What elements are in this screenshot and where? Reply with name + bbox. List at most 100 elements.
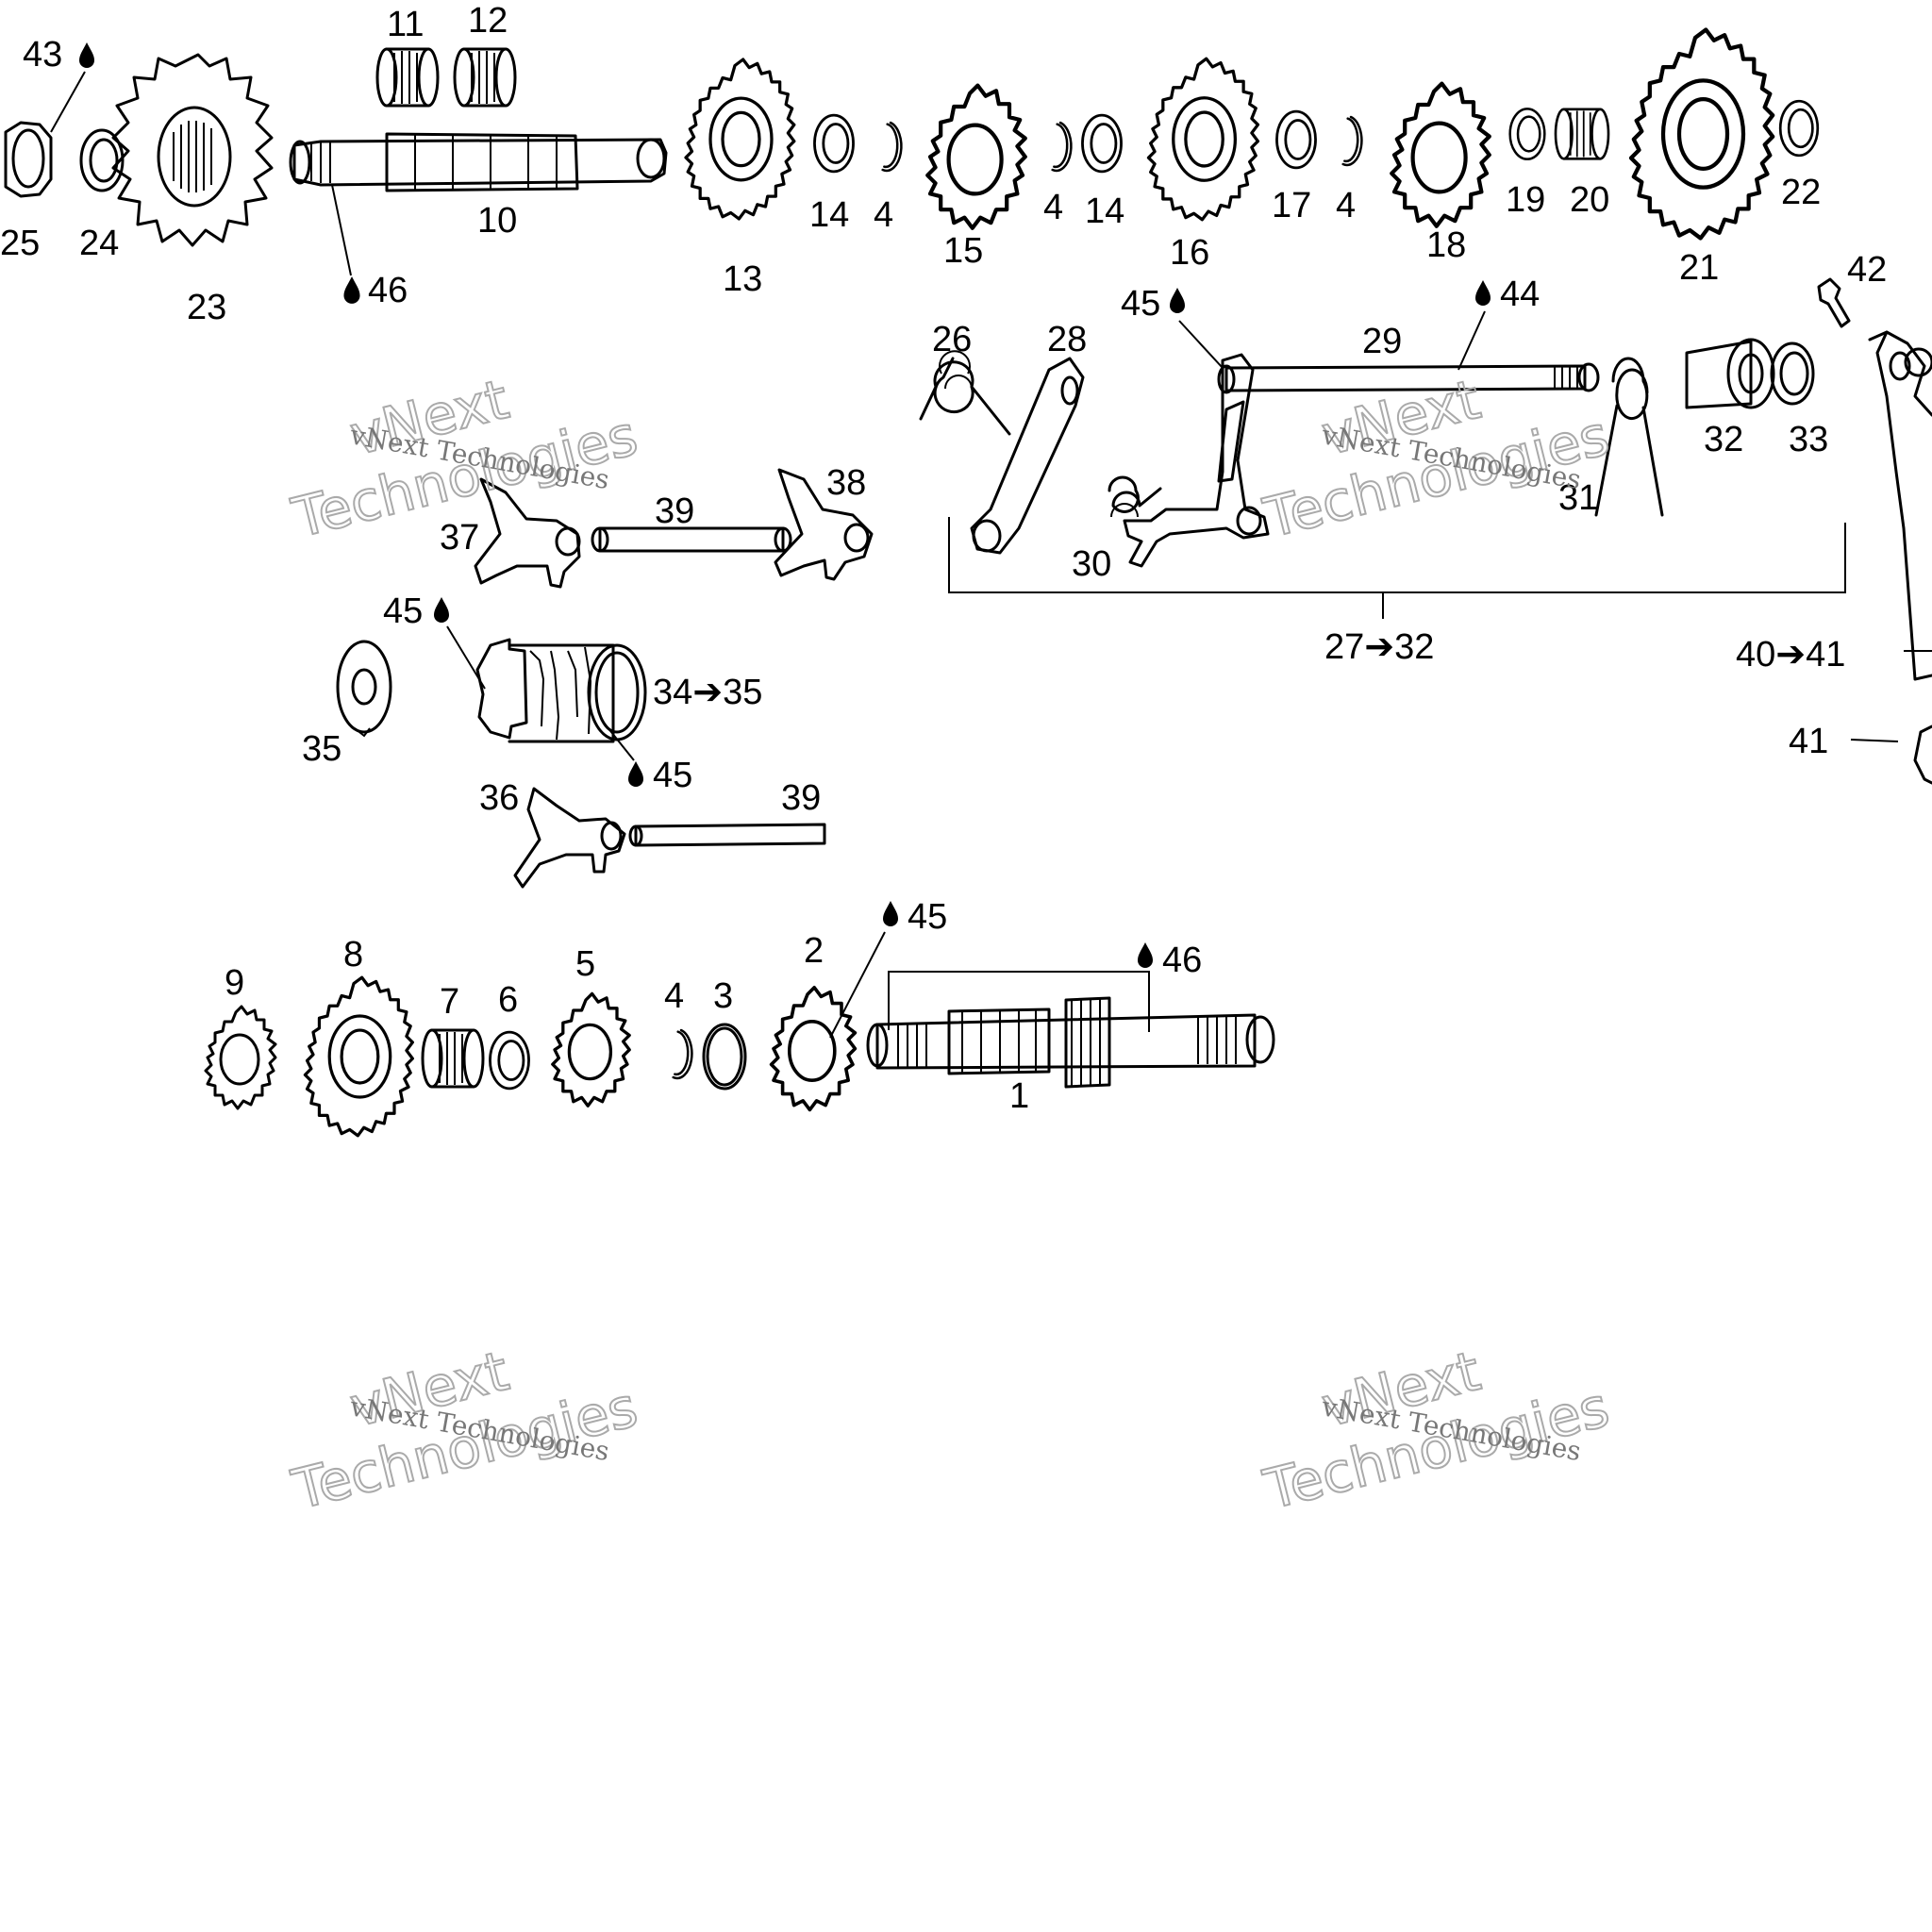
callout-34-35: 34➔35 xyxy=(653,673,762,712)
callout-33: 33 xyxy=(1789,420,1828,459)
spacer-14a xyxy=(812,113,856,174)
oil-drop-icon xyxy=(628,761,643,787)
washer-6 xyxy=(488,1030,531,1091)
callout-12: 12 xyxy=(468,1,508,41)
shaft-10 xyxy=(289,132,668,192)
callout-42: 42 xyxy=(1847,250,1887,290)
group-bracket xyxy=(948,517,1846,619)
shift-drum-34 xyxy=(475,638,647,743)
callout-15: 15 xyxy=(943,231,983,271)
callout-31: 31 xyxy=(1558,478,1598,518)
oil-drop-icon xyxy=(1170,288,1185,313)
callout-36: 36 xyxy=(479,778,519,818)
callout-44: 44 xyxy=(1500,275,1540,314)
callout-43: 43 xyxy=(23,35,62,75)
callout-41: 41 xyxy=(1789,722,1828,761)
shift-selector-plate xyxy=(1123,353,1270,568)
gear-16 xyxy=(1146,57,1260,222)
callout-20: 20 xyxy=(1570,180,1609,220)
shift-fork-36 xyxy=(513,787,626,889)
bearing-20 xyxy=(1554,108,1610,160)
shift-shaft-29 xyxy=(1217,362,1600,394)
gear-13 xyxy=(684,58,796,221)
callout-10: 10 xyxy=(477,201,517,241)
callout-8: 8 xyxy=(343,935,363,974)
callout-18: 18 xyxy=(1426,225,1466,265)
callout-45c: 45 xyxy=(653,756,692,795)
callout-38: 38 xyxy=(826,463,866,503)
callout-40-41: 40➔41 xyxy=(1736,635,1845,675)
callout-4c: 4 xyxy=(1336,186,1356,225)
callout-16: 16 xyxy=(1170,233,1209,273)
gear-2 xyxy=(769,985,858,1112)
callout-22: 22 xyxy=(1781,173,1821,212)
callout-13: 13 xyxy=(723,259,762,299)
washer-22 xyxy=(1778,99,1820,158)
lever-28 xyxy=(970,357,1085,555)
callout-32: 32 xyxy=(1704,420,1743,459)
circlip-4c xyxy=(1341,115,1363,167)
callout-4d: 4 xyxy=(664,976,684,1016)
spring-26 xyxy=(919,350,1011,436)
callout-21: 21 xyxy=(1679,248,1719,288)
circlip-4b xyxy=(1051,121,1073,173)
oil-drop-icon xyxy=(1475,280,1491,306)
nut-41 xyxy=(1913,724,1932,785)
callout-23: 23 xyxy=(187,288,226,327)
washer-35 xyxy=(336,640,392,738)
callout-6: 6 xyxy=(498,980,518,1020)
callout-39a: 39 xyxy=(655,491,694,531)
callout-7: 7 xyxy=(440,982,459,1022)
callout-4a: 4 xyxy=(874,195,893,235)
fork-shaft-39a xyxy=(591,526,792,553)
spacer-14b xyxy=(1080,113,1124,174)
callout-14a: 14 xyxy=(809,195,849,235)
callout-28: 28 xyxy=(1047,320,1087,359)
circlip-4a xyxy=(881,121,903,173)
callout-30: 30 xyxy=(1072,544,1111,584)
shift-fork-37 xyxy=(474,477,581,589)
spring-30 xyxy=(1108,475,1162,518)
callout-4b: 4 xyxy=(1043,188,1063,227)
callout-14b: 14 xyxy=(1085,192,1124,231)
nut-43 xyxy=(4,121,53,198)
callout-1: 1 xyxy=(1009,1076,1029,1116)
oil-drop-icon xyxy=(343,276,360,304)
gear-9 xyxy=(204,1005,277,1110)
callout-24: 24 xyxy=(79,224,119,263)
oil-drop-icon xyxy=(79,42,94,68)
fork-shaft-39b xyxy=(628,823,826,847)
oil-drop-icon xyxy=(1138,942,1153,968)
callout-45a: 45 xyxy=(1121,284,1160,324)
callout-26: 26 xyxy=(932,320,972,359)
callout-3: 3 xyxy=(713,976,733,1016)
bearing-7 xyxy=(421,1028,485,1089)
gear-18 xyxy=(1391,84,1490,226)
bearing-11 xyxy=(375,47,440,108)
callout-11: 11 xyxy=(387,5,424,44)
oil-drop-icon xyxy=(883,901,898,926)
callout-5: 5 xyxy=(575,944,595,984)
callout-2: 2 xyxy=(804,931,824,971)
circlip-3 xyxy=(702,1023,747,1091)
callout-45b: 45 xyxy=(383,591,423,631)
screw-42 xyxy=(1817,277,1851,328)
gear-15 xyxy=(927,86,1025,228)
callout-9: 9 xyxy=(225,963,244,1003)
callout-29: 29 xyxy=(1362,322,1402,361)
callout-17: 17 xyxy=(1272,186,1311,225)
gear-8 xyxy=(303,975,414,1138)
callout-46a: 46 xyxy=(368,271,408,310)
callout-35: 35 xyxy=(302,729,341,769)
sprocket-23 xyxy=(111,53,274,247)
bearing-12 xyxy=(453,47,517,108)
callout-45d: 45 xyxy=(908,897,947,937)
callout-39b: 39 xyxy=(781,778,821,818)
callout-25: 25 xyxy=(0,224,40,263)
spring-31 xyxy=(1594,357,1664,517)
main-shaft-1 xyxy=(866,996,1275,1089)
circlip-4d xyxy=(672,1028,693,1080)
callout-19: 19 xyxy=(1506,180,1545,220)
washer-19 xyxy=(1508,107,1546,161)
